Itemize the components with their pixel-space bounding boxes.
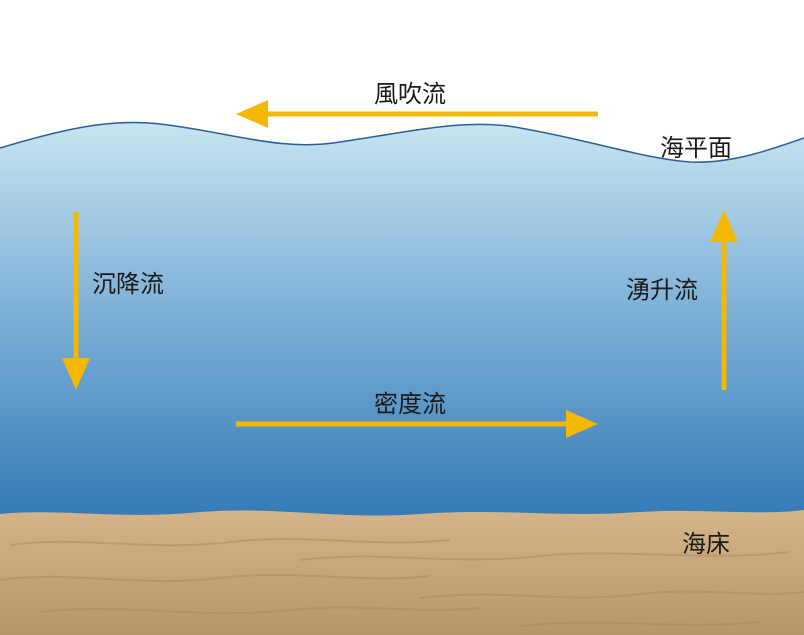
upwelling-arrow <box>710 210 738 390</box>
water-body <box>0 122 804 531</box>
sand-ripples <box>0 538 804 627</box>
seabed-sand <box>0 510 804 635</box>
upwelling-label: 湧升流 <box>626 276 698 304</box>
downwelling-arrow <box>62 212 90 390</box>
density-current-arrow <box>236 410 598 438</box>
density-current-label: 密度流 <box>374 390 446 418</box>
downwelling-label: 沉降流 <box>92 270 164 298</box>
wind-current-arrow <box>236 100 598 128</box>
sea-surface-line <box>0 121 804 163</box>
sea-surface-label: 海平面 <box>660 134 732 162</box>
seabed-label: 海床 <box>682 530 730 558</box>
wind-current-label: 風吹流 <box>374 80 446 108</box>
